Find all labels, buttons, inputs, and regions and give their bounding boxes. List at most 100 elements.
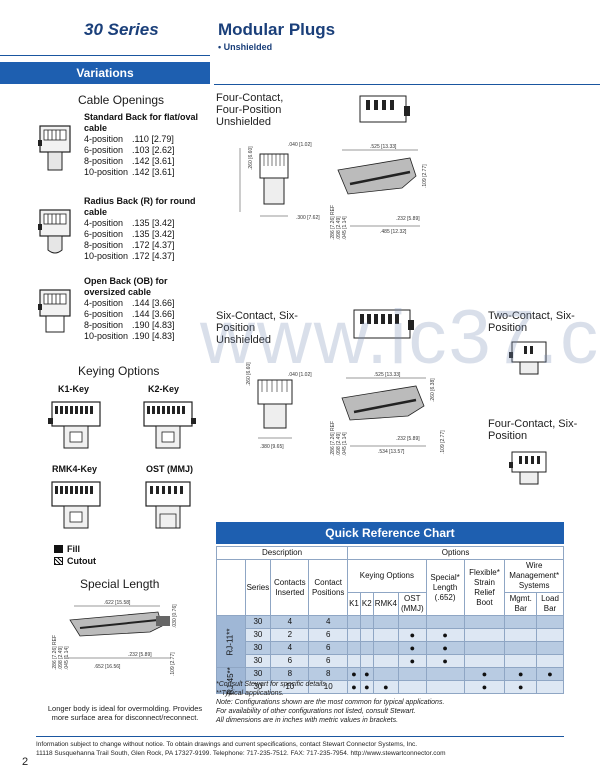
opening-heading: Standard Back for flat/oval cable: [84, 112, 199, 133]
svg-text:.232 [5.89]: .232 [5.89]: [396, 436, 420, 442]
opening-heading: Radius Back (R) for round cable: [84, 196, 196, 217]
header-wire: Wire Management* Systems: [504, 559, 564, 593]
svg-text:.534 [13.57]: .534 [13.57]: [378, 449, 405, 455]
header-k1: K1: [347, 592, 361, 616]
footer: Information subject to change without no…: [36, 741, 446, 757]
svg-text:.485 [12.32]: .485 [12.32]: [380, 229, 407, 235]
four-contact-six-label: Four-Contact, Six-Position: [488, 418, 578, 442]
svg-text:.232 [5.89]: .232 [5.89]: [396, 216, 420, 222]
svg-text:.040 [1.02]: .040 [1.02]: [288, 142, 312, 148]
page-subtitle: • Unshielded: [218, 42, 273, 52]
svg-text:.232 [5.89]: .232 [5.89]: [128, 652, 152, 658]
svg-text:.045 [1.14]: .045 [1.14]: [342, 432, 348, 456]
header-load: Load Bar: [535, 592, 565, 616]
key-label-k2: K2-Key: [148, 384, 180, 394]
series-title: 30 Series: [84, 20, 159, 39]
special-length-diagram: .622 [15.58] .286 [7.26] REF .098 [2.49]…: [52, 600, 178, 676]
header-left: 30 Series: [0, 0, 210, 56]
plug-standard-icon: [38, 125, 71, 171]
opening-row: 8-position.190 [4.83]: [84, 320, 175, 330]
plug-radius-icon: [38, 209, 71, 254]
svg-text:.260 [6.60]: .260 [6.60]: [246, 362, 252, 386]
header-contacts: Contacts Inserted: [270, 559, 310, 616]
key-label-k1: K1-Key: [58, 384, 90, 394]
opening-standard-back: Standard Back for flat/oval cable 4-posi…: [36, 112, 206, 182]
key-k2-diagram: [143, 401, 196, 449]
svg-text:.286 [7.26] REF: .286 [7.26] REF: [52, 635, 58, 670]
header-k2: K2: [359, 592, 374, 616]
svg-text:.300 [7.62]: .300 [7.62]: [296, 215, 320, 221]
page-title: Modular Plugs: [218, 20, 336, 39]
fill-swatch-icon: [54, 545, 63, 553]
svg-text:.652 [16.56]: .652 [16.56]: [94, 664, 121, 670]
svg-text:.098 [2.49]: .098 [2.49]: [58, 646, 64, 670]
header-options: Options: [347, 546, 564, 560]
header-group-spacer: [216, 559, 246, 616]
svg-text:.040 [1.02]: .040 [1.02]: [288, 372, 312, 378]
cutout-swatch-icon: [54, 557, 63, 565]
divider: [214, 84, 600, 85]
opening-row: 10-position.142 [3.61]: [84, 167, 175, 177]
opening-row: 4-position.135 [3.42]: [84, 218, 175, 228]
header-ost: OST (MMJ): [397, 592, 427, 616]
svg-text:.380 [9.65]: .380 [9.65]: [260, 444, 284, 450]
svg-text:.286 [7.26] REF: .286 [7.26] REF: [330, 205, 336, 240]
header-flexible: Flexible* Strain Relief Boot: [463, 559, 506, 616]
six-contact-diagram: .040 [1.02] .260 [6.60] .380 [9.65] .525…: [246, 309, 446, 456]
svg-text:.109 [2.77]: .109 [2.77]: [170, 652, 176, 676]
header-positions: Contact Positions: [308, 559, 349, 616]
opening-row: 10-position.172 [4.37]: [84, 251, 175, 261]
four-contact-six-plug-icon: [509, 451, 547, 485]
six-contact-label: Six-Contact, Six-Position Unshielded: [216, 310, 298, 346]
key-label-rmk4: RMK4-Key: [52, 464, 98, 474]
legend-cutout: Cutout: [54, 556, 96, 566]
key-k1-diagram: [48, 401, 101, 449]
four-contact-label: Four-Contact, Four-Position Unshielded: [216, 92, 284, 128]
svg-text:.109 [2.77]: .109 [2.77]: [440, 430, 446, 454]
quick-reference-table: Description Options Series Contacts Inse…: [215, 546, 565, 694]
opening-row: 6-position.144 [3.66]: [84, 309, 175, 319]
key-ost-diagram: [145, 481, 191, 529]
two-contact-plug-icon: [509, 341, 547, 375]
key-label-ost: OST (MMJ): [146, 464, 193, 474]
page-number: 2: [22, 756, 29, 768]
opening-row: 10-position.190 [4.83]: [84, 331, 175, 341]
svg-text:.260 [6.38]: .260 [6.38]: [430, 378, 436, 402]
quick-reference-title: Quick Reference Chart: [216, 522, 564, 544]
opening-row: 4-position.110 [2.79]: [84, 134, 174, 144]
legend-fill: Fill: [54, 544, 80, 554]
opening-row: 4-position.144 [3.66]: [84, 298, 175, 308]
variations-bar: Variations: [0, 62, 210, 84]
svg-text:.045 [1.14]: .045 [1.14]: [64, 646, 70, 670]
opening-radius-back: Radius Back (R) for round cable 4-positi…: [36, 196, 206, 266]
special-length-caption: Longer body is ideal for overmolding. Pr…: [47, 704, 203, 722]
opening-row: 6-position.135 [3.42]: [84, 229, 175, 239]
svg-text:.286 [7.26] REF: .286 [7.26] REF: [330, 421, 336, 456]
opening-open-back: Open Back (OB) for oversized cable 4-pos…: [36, 276, 206, 346]
key-rmk4-diagram: [51, 481, 101, 529]
svg-text:.109 [2.77]: .109 [2.77]: [422, 164, 428, 188]
header-special: Special* Length (.652): [425, 559, 465, 616]
header-description: Description: [215, 546, 349, 560]
header-mgmt: Mgmt. Bar: [504, 592, 537, 616]
group-rj11: RJ-11**: [216, 615, 246, 668]
svg-text:.098 [2.49]: .098 [2.49]: [336, 216, 342, 240]
two-contact-label: Two-Contact, Six-Position: [488, 310, 575, 334]
four-contact-diagram: .260 [6.60] .040 [1.02] .300 [7.62] .525…: [239, 95, 428, 240]
header-right: Modular Plugs • Unshielded: [214, 0, 600, 56]
svg-text:.045 [1.14]: .045 [1.14]: [342, 216, 348, 240]
header-keying: Keying Options: [347, 559, 427, 593]
header-series: Series: [244, 559, 272, 616]
plug-open-back-icon: [38, 289, 71, 333]
opening-row: 6-position.103 [2.62]: [84, 145, 175, 155]
svg-text:.260 [6.60]: .260 [6.60]: [248, 146, 254, 170]
special-length-title: Special Length: [80, 577, 160, 591]
group-rj45: RJ-45**: [216, 667, 246, 694]
svg-text:.525 [13.33]: .525 [13.33]: [374, 372, 401, 378]
opening-row: 8-position.172 [4.37]: [84, 240, 175, 250]
